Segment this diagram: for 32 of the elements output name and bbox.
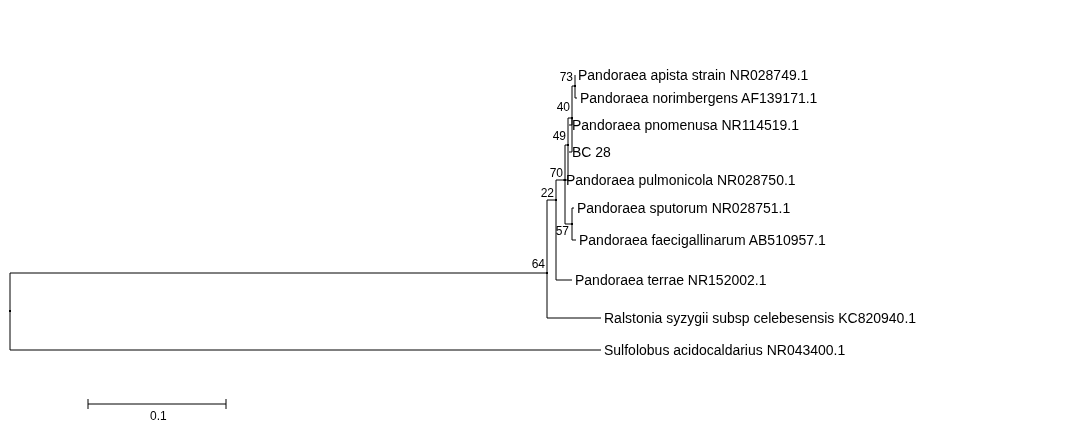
taxon-label: Pandoraea norimbergens AF139171.1 [580, 90, 818, 106]
tree-branch [9, 310, 602, 351]
bootstrap-value: 22 [540, 187, 554, 200]
tree-branch [564, 179, 573, 225]
scale-value: 0.1 [150, 410, 167, 423]
taxon-label: Pandoraea faecigallinarum AB510957.1 [579, 232, 826, 248]
taxon-label: Sulfolobus acidocaldarius NR043400.1 [604, 342, 846, 358]
taxon-label: Ralstonia syzygii subsp celebesensis KC820940.1 [604, 310, 917, 326]
bootstrap-value: 49 [552, 130, 566, 143]
tree-branch [9, 272, 548, 312]
bootstrap-value: 70 [549, 167, 563, 180]
tree-branch [574, 85, 578, 99]
taxon-label: Pandoraea terrae NR152002.1 [575, 272, 767, 288]
tree-branch [567, 117, 573, 146]
tree-branch [555, 199, 573, 281]
bootstrap-value: 64 [531, 258, 545, 271]
taxon-label: Pandoraea pulmonicola NR028750.1 [566, 172, 796, 188]
tree-branch [571, 85, 576, 119]
taxon-label: Pandoraea pnomenusa NR114519.1 [572, 117, 800, 133]
bootstrap-value: 73 [559, 71, 573, 84]
taxon-label: Pandoraea sputorum NR028751.1 [577, 200, 791, 216]
tree-branch [571, 223, 577, 241]
taxon-label: Pandoraea apista strain NR028749.1 [578, 67, 809, 83]
tree-branch [574, 74, 576, 87]
bootstrap-value: 40 [556, 101, 570, 114]
bootstrap-value: 57 [555, 225, 569, 238]
tree-branch [555, 179, 566, 201]
tree-branch [571, 207, 575, 225]
tree-branch [546, 199, 557, 274]
tree-branch [546, 272, 602, 319]
tree-branch [568, 117, 573, 153]
taxon-label: BC 28 [572, 144, 611, 160]
